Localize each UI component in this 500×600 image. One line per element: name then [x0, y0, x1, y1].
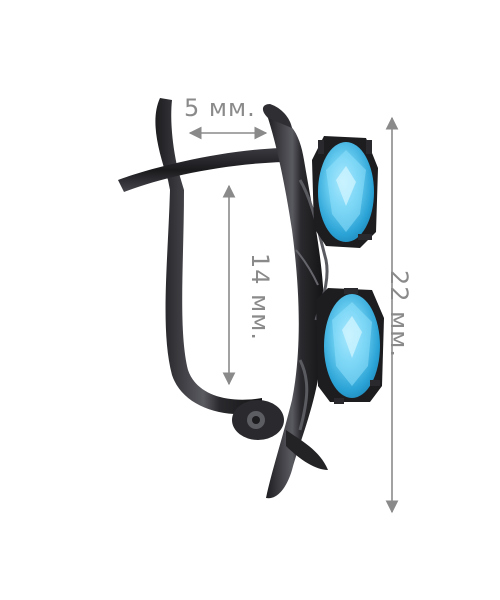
width-dimension-label: 5 мм.: [184, 94, 256, 122]
dimension-arrows: [188, 116, 399, 514]
total-height-dimension-label: 22 мм.: [385, 269, 414, 359]
lever-clasp: [118, 98, 284, 415]
upper-stone: [312, 136, 378, 248]
front-frame: [262, 104, 329, 499]
inner-height-dimension-label: 14 мм.: [246, 252, 275, 342]
hinge: [232, 400, 284, 440]
lower-stone: [316, 288, 384, 404]
